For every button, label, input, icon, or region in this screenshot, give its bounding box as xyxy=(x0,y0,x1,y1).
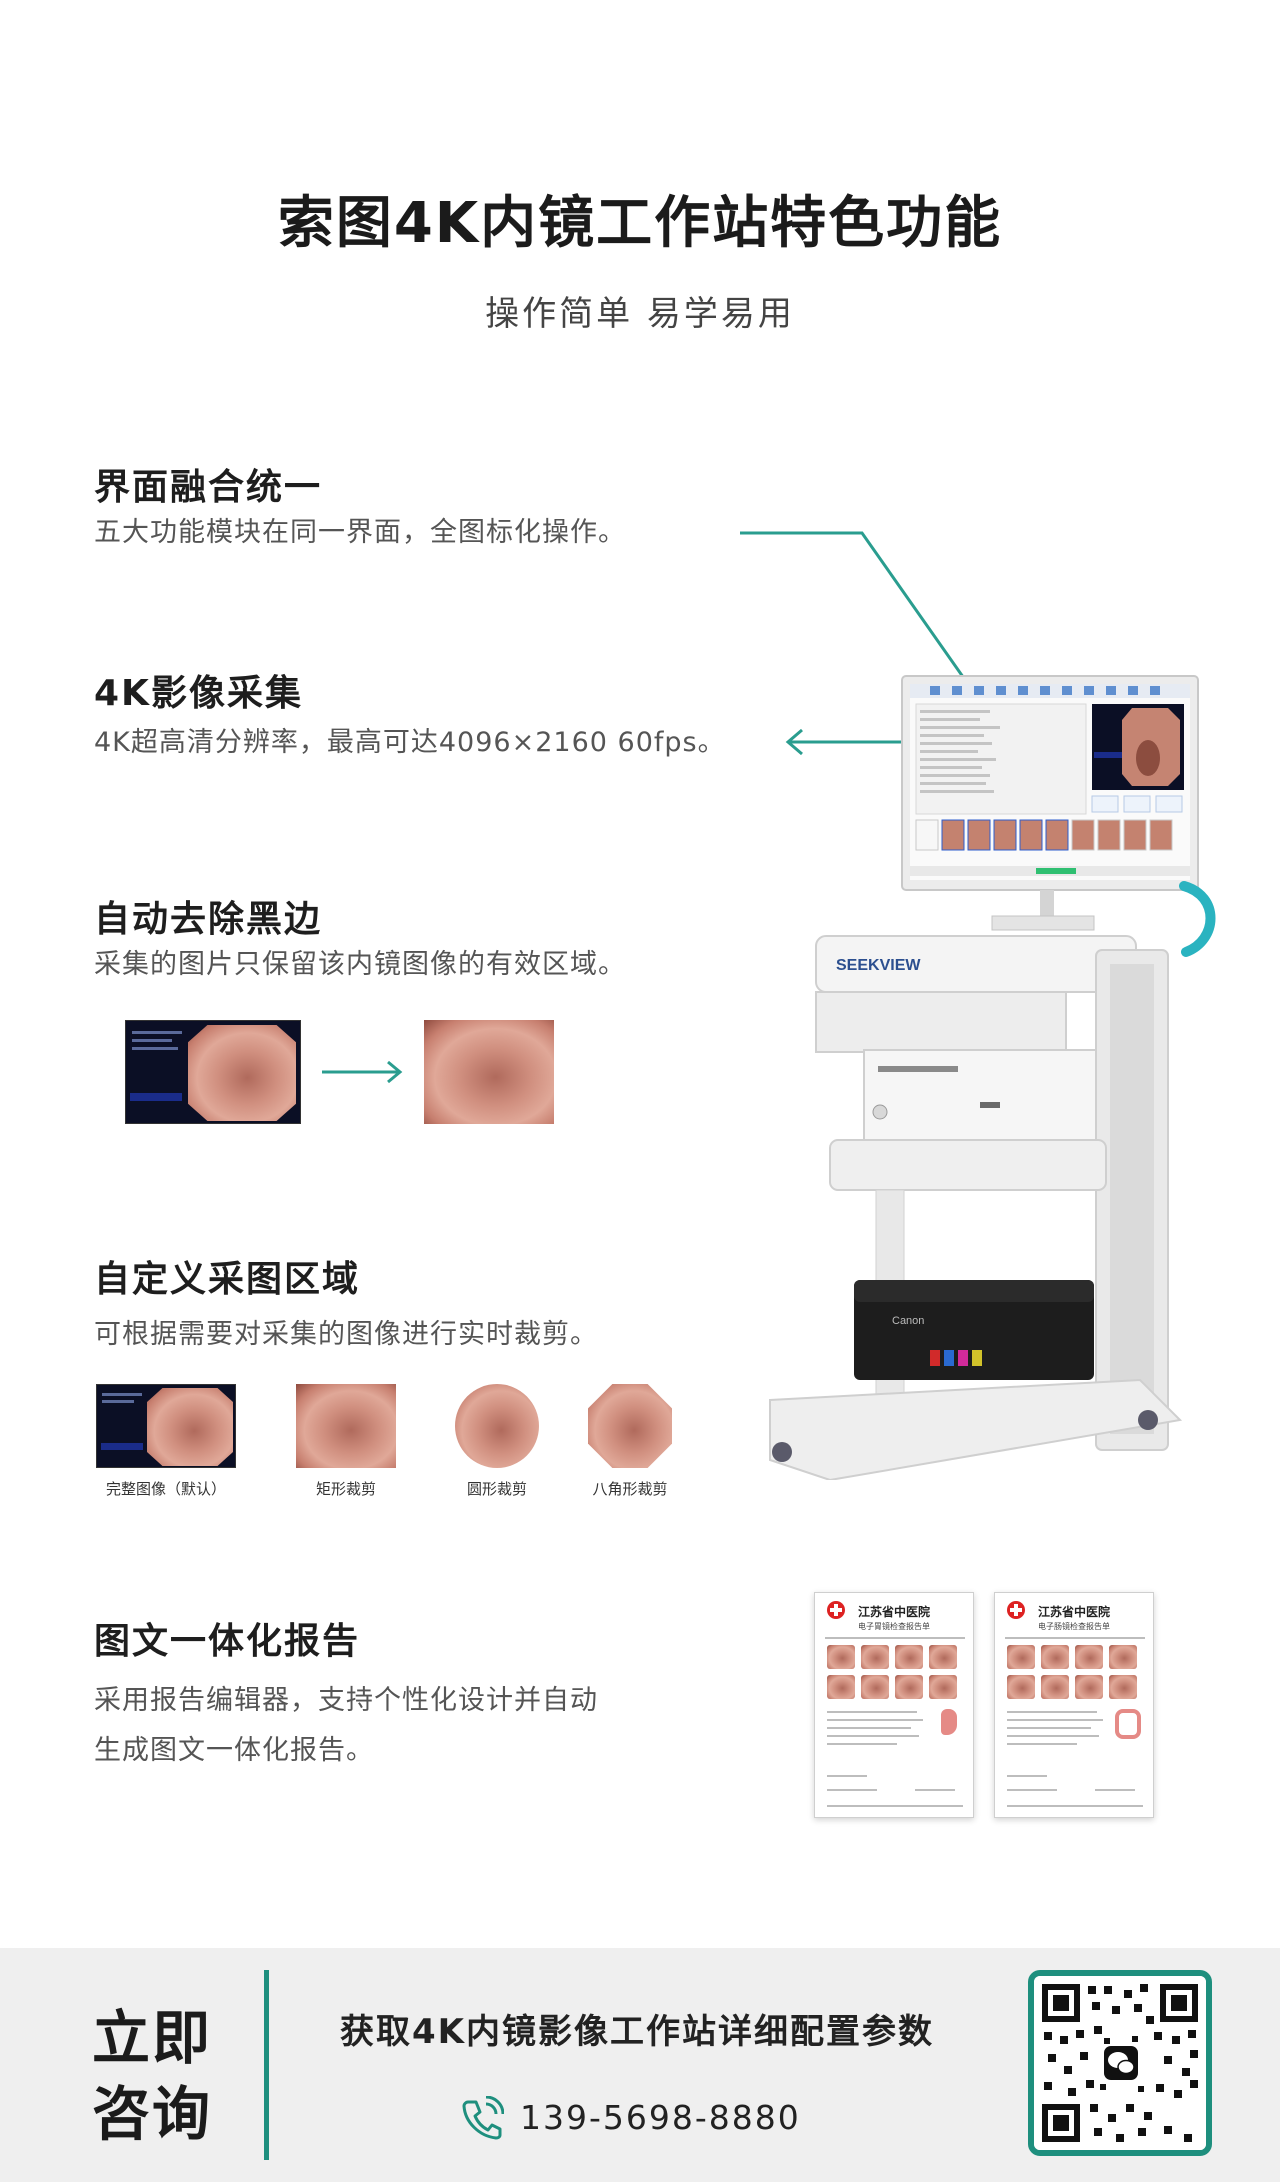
crop-full-caption: 完整图像（默认） xyxy=(105,1480,226,1498)
crop-octagon-caption: 八角形裁剪 xyxy=(592,1480,668,1498)
cropped-capture-thumbnail xyxy=(424,1020,554,1124)
feature-desc-4k: 4K超高清分辨率，最高可达4096×2160 60fps。 xyxy=(94,727,726,758)
crop-circle-thumbnail xyxy=(455,1384,539,1468)
crop-rect-caption: 矩形裁剪 xyxy=(315,1480,376,1498)
printer-logo: Canon xyxy=(892,1315,924,1327)
crop-rect-thumbnail xyxy=(296,1384,396,1468)
report-colonoscopy: 江苏省中医院 电子肠镜检查报告单 xyxy=(994,1592,1154,1818)
feature-desc-custom-crop: 可根据需要对采集的图像进行实时裁剪。 xyxy=(94,1319,598,1350)
crop-full-thumbnail xyxy=(96,1384,236,1468)
brand-logo: SEEKVIEW xyxy=(836,957,921,974)
page-subtitle: 操作简单 易学易用 xyxy=(485,294,795,334)
footer-headline: 获取4K内镜影像工作站详细配置参数 xyxy=(340,2012,935,2052)
crop-octagon-thumbnail xyxy=(588,1384,672,1468)
contact-footer: 立即 咨询 获取4K内镜影像工作站详细配置参数 139-5698-8880 xyxy=(0,1948,1280,2182)
feature-title-4k: 4K影像采集 xyxy=(94,673,303,714)
hospital-logo xyxy=(1007,1601,1025,1619)
footer-divider xyxy=(264,1970,269,2160)
crop-circle-caption: 圆形裁剪 xyxy=(466,1480,527,1498)
feature-desc-report-line1: 采用报告编辑器，支持个性化设计并自动 xyxy=(94,1685,598,1716)
feature-title-report: 图文一体化报告 xyxy=(94,1621,361,1662)
feature-desc-blackedge: 采集的图片只保留该内镜图像的有效区域。 xyxy=(94,949,626,980)
phone-icon xyxy=(462,2096,504,2140)
cta-label: 立即 咨询 xyxy=(92,2000,212,2152)
report-subtitle: 电子肠镜检查报告单 xyxy=(1038,1622,1110,1631)
report-hospital: 江苏省中医院 xyxy=(857,1605,930,1619)
cta-line-1: 立即 xyxy=(92,2004,213,2072)
original-capture-thumbnail xyxy=(125,1020,301,1124)
wechat-icon xyxy=(1104,2046,1138,2080)
feature-title-interface: 界面融合统一 xyxy=(94,467,323,508)
wechat-qr-code xyxy=(1028,1970,1212,2156)
report-hospital: 江苏省中医院 xyxy=(1037,1605,1110,1619)
feature-desc-report-line2: 生成图文一体化报告。 xyxy=(94,1735,374,1766)
feature-desc-interface: 五大功能模块在同一界面，全图标化操作。 xyxy=(94,517,626,548)
feature-title-custom-crop: 自定义采图区域 xyxy=(94,1259,361,1300)
feature-title-blackedge: 自动去除黑边 xyxy=(94,899,323,940)
arrow-icon xyxy=(322,1060,403,1084)
workstation-illustration: SEEKVIEW Canon xyxy=(740,531,1216,1480)
report-gastroscopy: 江苏省中医院 电子胃镜检查报告单 xyxy=(814,1592,974,1818)
report-subtitle: 电子胃镜检查报告单 xyxy=(858,1622,930,1631)
cta-line-2: 咨询 xyxy=(92,2080,213,2148)
page-title: 索图4K内镜工作站特色功能 xyxy=(277,191,1003,256)
hospital-logo xyxy=(827,1601,845,1619)
phone-number[interactable]: 139-5698-8880 xyxy=(520,2098,801,2137)
